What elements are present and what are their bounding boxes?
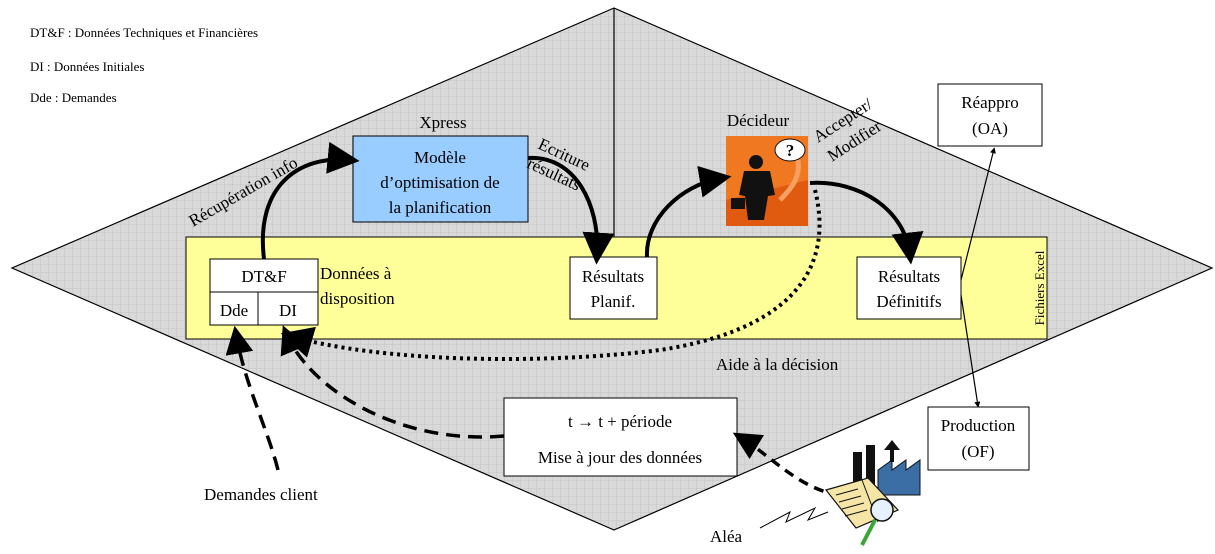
reappro-line2: (OA) [972,119,1008,138]
lightning-icon [759,506,829,529]
decideur-label: Décideur [727,111,790,130]
arrow-demandes-client [225,325,280,471]
update-box[interactable] [503,397,738,477]
resultats-planif-line2: Planif. [591,292,636,311]
fichiers-excel-label: Fichiers Excel [1032,250,1047,325]
dtf-dde: Dde [220,301,248,320]
model-box-line2: d’optimisation de [380,173,499,192]
legend-dtf: DT&F : Données Techniques et Financières [30,25,258,40]
legend-dde: Dde : Demandes [30,90,117,105]
line-to-production [960,294,981,408]
legend-di: DI : Données Initiales [30,59,144,74]
model-box[interactable] [352,135,529,223]
aide-decision-label: Aide à la décision [716,355,839,374]
svg-text:?: ? [786,141,795,160]
donnees-label-1: Données à [320,264,392,283]
reappro-line1: Réappro [961,93,1019,112]
dtf-di: DI [279,301,297,320]
alea-label: Aléa [710,527,743,546]
resultats-planif-line1: Résultats [582,267,644,286]
production-line1: Production [941,416,1016,435]
dtf-title: DT&F [241,267,286,286]
arrow-alea-to-update [732,432,841,497]
xpress-label: Xpress [419,113,466,132]
line-to-reappro [960,147,996,281]
model-box-line3: la planification [389,198,492,217]
resultats-definitifs-line2: Définitifs [876,292,941,311]
decideur-icon: ? [726,136,808,226]
resultats-definitifs-box[interactable] [856,256,962,320]
book-magnifier-icon [824,477,900,546]
arrow-recuperation [260,141,360,260]
production-box[interactable] [927,406,1030,471]
model-box-line1: Modèle [414,148,466,167]
demandes-client-label: Demandes client [204,485,318,504]
arrow-ecriture [527,155,615,265]
update-line2: Mise à jour des données [538,448,702,467]
resultats-definitifs-line1: Résultats [878,267,940,286]
arrow-update-to-di [280,325,505,439]
arrow-aide-decision [280,189,822,362]
arrow-accepter [809,180,924,265]
donnees-label-2: disposition [320,289,395,308]
factory-icon [853,440,921,496]
arrow-to-decideur [644,165,732,258]
resultats-planif-box[interactable] [569,256,658,320]
reappro-box[interactable] [937,83,1043,147]
production-line2: (OF) [961,442,994,461]
update-line1: t → t + période [568,412,672,431]
